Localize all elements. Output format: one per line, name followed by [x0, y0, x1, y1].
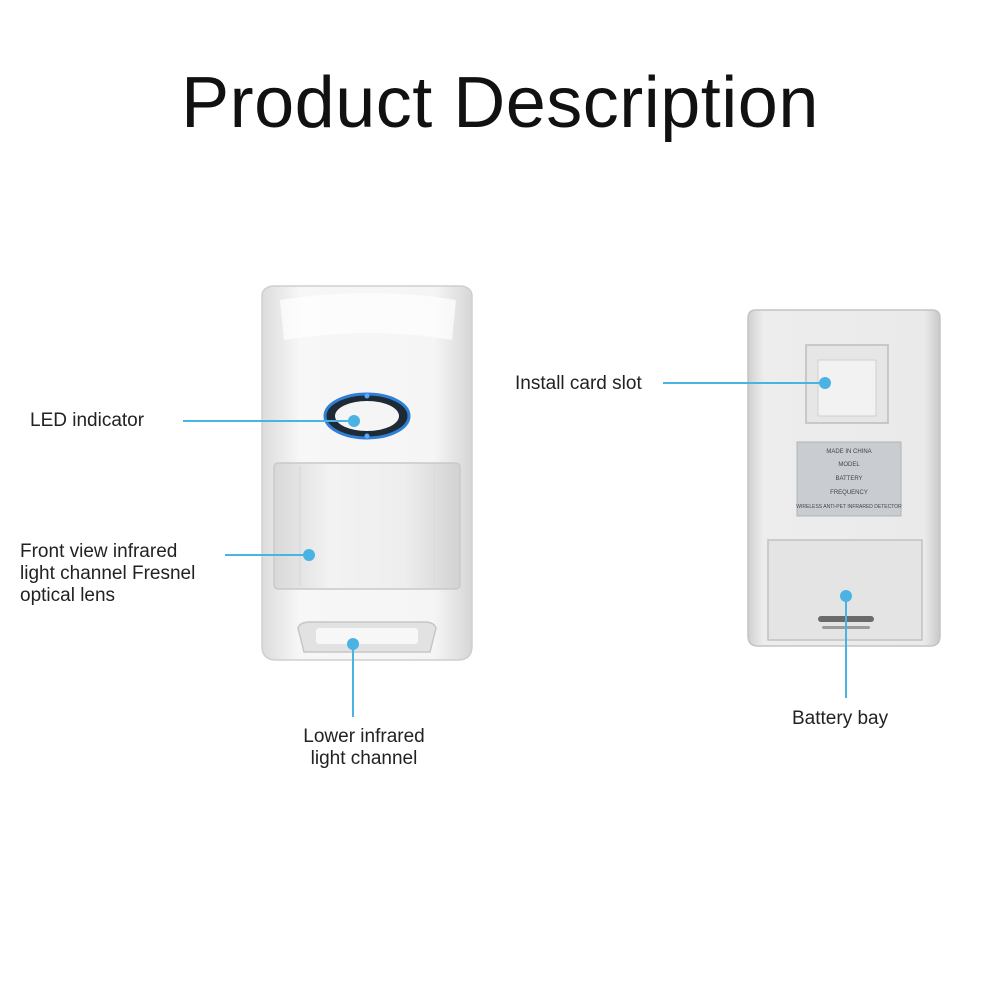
- led-leader-dot: [348, 415, 360, 427]
- battery-bay-label: Battery bay: [792, 708, 889, 729]
- lower-channel-label-line-1: Lower infrared: [303, 726, 425, 747]
- front-lens-label: Front view infrared light channel Fresne…: [20, 541, 195, 607]
- front-lens-label-line-1: Front view infrared: [20, 541, 178, 562]
- label-line-made-in: MADE IN CHINA: [826, 449, 871, 455]
- battery-leader-dot: [840, 590, 852, 602]
- front-lens-label-line-3: optical lens: [20, 585, 116, 606]
- lower-infrared-channel: [297, 621, 437, 653]
- lens-leader-dot: [303, 549, 315, 561]
- lower-channel-label-line-2: light channel: [310, 748, 418, 769]
- leader-lines: [183, 377, 852, 717]
- lower-channel-label: Lower infrared light channel: [280, 726, 448, 770]
- label-line-frequency: FREQUENCY: [830, 490, 868, 496]
- fresnel-lens: [273, 462, 461, 590]
- led-indicator: [323, 392, 411, 440]
- front-lens-label-line-2: light channel Fresnel: [20, 563, 196, 584]
- lower-channel-leader-dot: [347, 638, 359, 650]
- card-slot-leader-dot: [819, 377, 831, 389]
- led-indicator-label: LED indicator: [30, 410, 145, 431]
- label-line-product: WIRELESS ANTI-PET INFRARED DETECTOR: [796, 504, 902, 510]
- page-title: Product Description: [181, 63, 819, 143]
- label-line-battery: BATTERY: [835, 476, 862, 482]
- rating-label: MADE IN CHINA MODEL BATTERY FREQUENCY WI…: [796, 441, 902, 517]
- front-device: [261, 285, 473, 661]
- card-slot-label: Install card slot: [515, 373, 642, 394]
- label-line-model: MODEL: [838, 462, 860, 468]
